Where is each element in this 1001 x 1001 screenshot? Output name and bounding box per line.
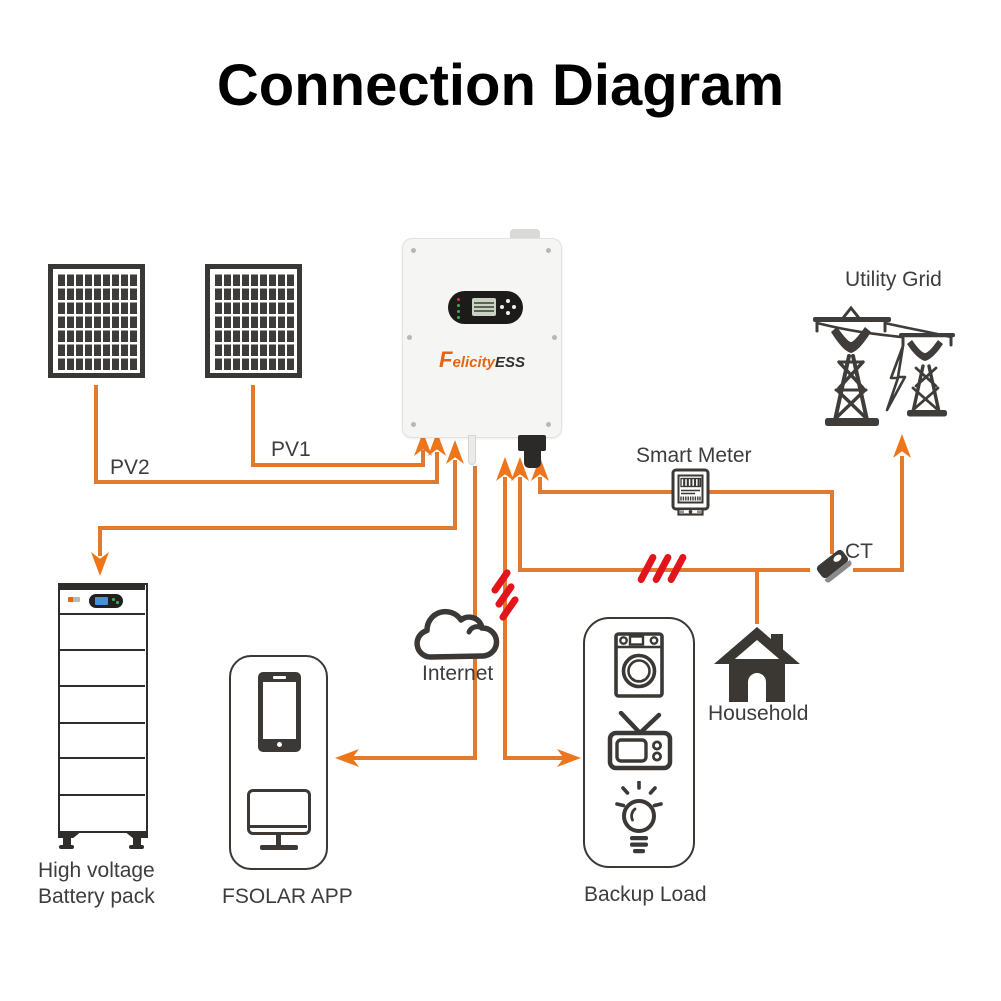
battery-brand-logo <box>68 597 80 602</box>
battery-label: High voltage Battery pack <box>38 859 155 908</box>
battery-foot <box>63 838 71 845</box>
smart-meter-label: Smart Meter <box>636 444 752 467</box>
solar-panel-icon <box>205 264 302 378</box>
battery-foot <box>59 845 74 849</box>
smart-meter-icon <box>671 468 710 516</box>
pv1-label: PV1 <box>271 438 311 461</box>
smartphone-icon <box>258 672 301 752</box>
internet-label: Internet <box>422 662 494 685</box>
inverter-icon: FelicityESS <box>402 238 562 438</box>
ct-label: CT <box>845 540 873 563</box>
tv-icon <box>607 711 673 771</box>
washing-machine-icon <box>614 632 664 698</box>
inverter-ac-connector <box>518 435 546 451</box>
fsolar-app-label: FSOLAR APP <box>222 885 353 908</box>
inverter-brand-logo: FelicityESS <box>439 347 525 372</box>
inverter-button <box>512 305 516 309</box>
household-label: Household <box>708 702 809 725</box>
utility-grid-label: Utility Grid <box>845 268 942 291</box>
battery-foot <box>129 845 144 849</box>
inverter-lcd-screen <box>472 298 496 316</box>
inverter-button <box>506 311 510 315</box>
lightbulb-icon <box>615 781 663 854</box>
inverter-wifi-cable <box>468 435 476 465</box>
fsolar-app-box <box>229 655 328 870</box>
internet-cloud-icon <box>414 608 500 660</box>
inverter-ac-connector <box>524 451 541 468</box>
house-icon <box>714 627 800 702</box>
monitor-icon <box>276 835 281 846</box>
backup-load-label: Backup Load <box>584 883 707 906</box>
battery-base-notch <box>72 833 134 839</box>
solar-panel-icon <box>48 264 145 378</box>
battery-cabinet-icon <box>58 583 148 833</box>
battery-display <box>89 594 123 608</box>
page-title: Connection Diagram <box>216 53 785 118</box>
utility-grid-towers-icon <box>813 305 955 426</box>
pv2-label: PV2 <box>110 456 150 479</box>
inverter-button <box>500 305 504 309</box>
monitor-icon <box>260 845 298 850</box>
arrow-icon <box>893 434 911 458</box>
inverter-button <box>506 299 510 303</box>
battery-foot <box>133 838 141 845</box>
inverter-control-panel <box>448 291 523 324</box>
monitor-icon <box>247 789 311 835</box>
backup-load-box <box>583 617 695 868</box>
